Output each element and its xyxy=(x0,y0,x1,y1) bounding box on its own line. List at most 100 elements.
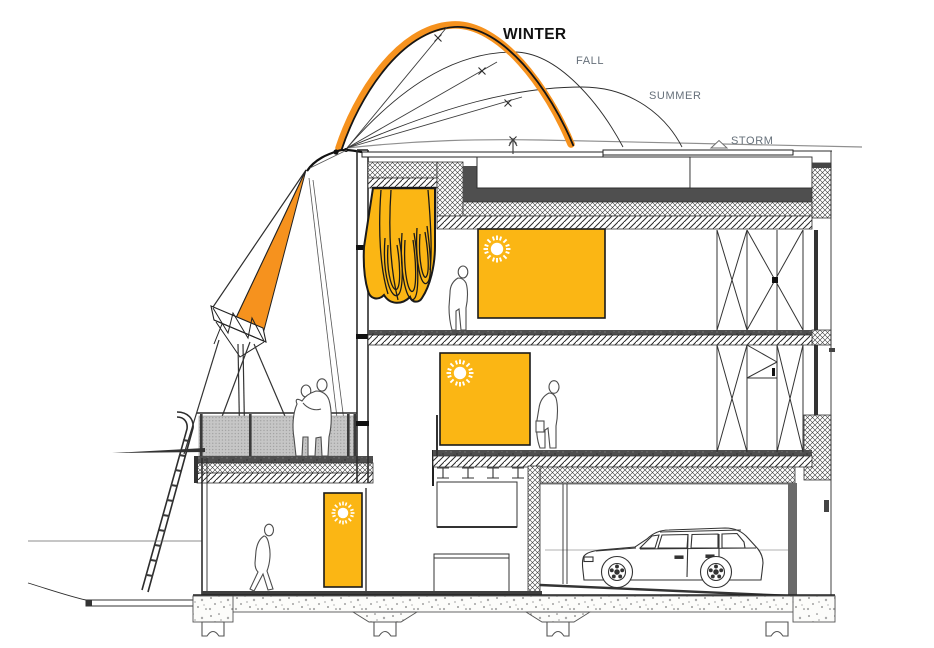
door-handle-mark xyxy=(772,368,775,376)
roof-canopy-plate xyxy=(602,149,794,156)
site-left xyxy=(27,448,208,607)
roof-membrane-upstand xyxy=(463,166,477,188)
x-brace xyxy=(716,229,748,331)
downstand-beams xyxy=(351,611,592,623)
person-silhouette-ground-floor xyxy=(249,523,275,592)
wall-joint xyxy=(356,245,369,250)
right-facade xyxy=(803,151,835,597)
foundation-slab xyxy=(192,595,836,613)
roof-insulation-block xyxy=(367,161,438,179)
funnel-face-orange xyxy=(235,169,307,331)
ladder-rail xyxy=(147,411,194,593)
sun-path-storm-arc xyxy=(346,139,863,149)
ground-floor-line xyxy=(202,591,542,595)
headlight xyxy=(583,556,594,563)
hood-line xyxy=(595,547,637,552)
right-mullion xyxy=(814,230,818,330)
foundation xyxy=(192,594,836,637)
sun-icon xyxy=(445,358,475,388)
sun-position-mark-summer xyxy=(503,98,513,108)
belt-line xyxy=(639,547,757,550)
radiant-panel-ground-floor xyxy=(323,492,363,588)
front-wheel xyxy=(600,555,634,589)
ladder-rail xyxy=(141,416,188,591)
sun-path-winter-arc-line xyxy=(340,26,575,151)
slab xyxy=(367,334,813,346)
garage-ramp xyxy=(539,583,794,598)
wall-joint xyxy=(356,421,369,426)
sun-position-mark-fall xyxy=(477,66,487,76)
pulley xyxy=(333,149,339,155)
couple-silhouette-terrace xyxy=(292,378,332,457)
floor-finish xyxy=(368,330,812,335)
facade-joint xyxy=(829,348,835,352)
sun-position-mark-winter xyxy=(433,33,443,43)
terrace-insulation xyxy=(196,462,374,474)
ground-floor-left-wall xyxy=(201,458,208,597)
sight-lines xyxy=(346,26,523,149)
cantilever-plank xyxy=(112,448,205,453)
roof-slab xyxy=(436,215,813,230)
label-storm: STORM xyxy=(731,135,774,147)
right-slab-edge xyxy=(811,329,832,346)
terrace xyxy=(194,412,374,484)
ground-slope-line xyxy=(27,582,87,601)
roof-canopy-plate xyxy=(361,151,604,158)
foundation-block-left xyxy=(192,595,234,623)
kitchen-fittings xyxy=(433,481,518,593)
windshield xyxy=(638,534,660,549)
roof-parapet-band xyxy=(689,156,813,189)
partitions-second-floor xyxy=(716,344,804,453)
rear-window xyxy=(690,533,719,549)
arm-line xyxy=(302,402,322,411)
floor-slab-lower xyxy=(432,450,813,486)
label-summer: SUMMER xyxy=(649,90,702,102)
upper-cabinet xyxy=(436,481,518,528)
person-silhouette-second-floor xyxy=(535,380,560,449)
sun-icon xyxy=(482,234,512,264)
terrace-slab xyxy=(196,472,374,484)
facade-joint xyxy=(824,500,829,512)
building-shell xyxy=(201,137,835,598)
deck-edge-cap xyxy=(86,600,92,606)
front-window xyxy=(657,533,689,549)
skylight-well xyxy=(476,156,691,189)
x-brace xyxy=(716,344,748,453)
sun-icon xyxy=(330,500,356,526)
terrace-edge-cap xyxy=(194,456,198,483)
door-line xyxy=(686,534,689,578)
foundation-piers xyxy=(201,621,789,637)
ladder-rungs xyxy=(146,439,190,577)
storm-datum-triangle xyxy=(709,139,729,149)
person-silhouette-third-floor xyxy=(448,265,469,331)
roof-insulation-column xyxy=(436,161,464,217)
garage-partition-wall xyxy=(527,465,541,593)
funnel-truss-lattice xyxy=(212,307,267,358)
kitchen-counter xyxy=(433,553,510,593)
curtain-folds xyxy=(379,189,432,301)
floor-slab-upper xyxy=(367,330,813,346)
curtain-body xyxy=(362,187,436,304)
sun-path-summer-arc xyxy=(346,86,683,149)
label-winter: WINTER xyxy=(503,26,567,43)
label-fall: FALL xyxy=(576,55,604,67)
foundation-block-right xyxy=(792,595,836,623)
terrace-deck-finish xyxy=(195,456,373,463)
roof-membrane-layer xyxy=(463,188,812,202)
wall-joint xyxy=(356,334,369,339)
garage-right-wall xyxy=(788,483,797,597)
sun-path-winter-arc-highlight xyxy=(335,21,575,152)
roof-insulation-band xyxy=(462,201,813,217)
door-handle xyxy=(674,555,684,559)
railing-mesh-panel xyxy=(198,415,358,457)
vent-arrow xyxy=(508,137,518,154)
roof-assembly xyxy=(361,137,832,230)
sun-path-diagram: WINTER FALL SUMMER STORM xyxy=(335,21,863,152)
right-parapet-cap xyxy=(812,163,831,168)
radiant-panel-second-floor xyxy=(439,352,531,446)
funnel-cables xyxy=(308,149,349,453)
roof-rail xyxy=(659,529,742,533)
slab xyxy=(432,455,813,468)
